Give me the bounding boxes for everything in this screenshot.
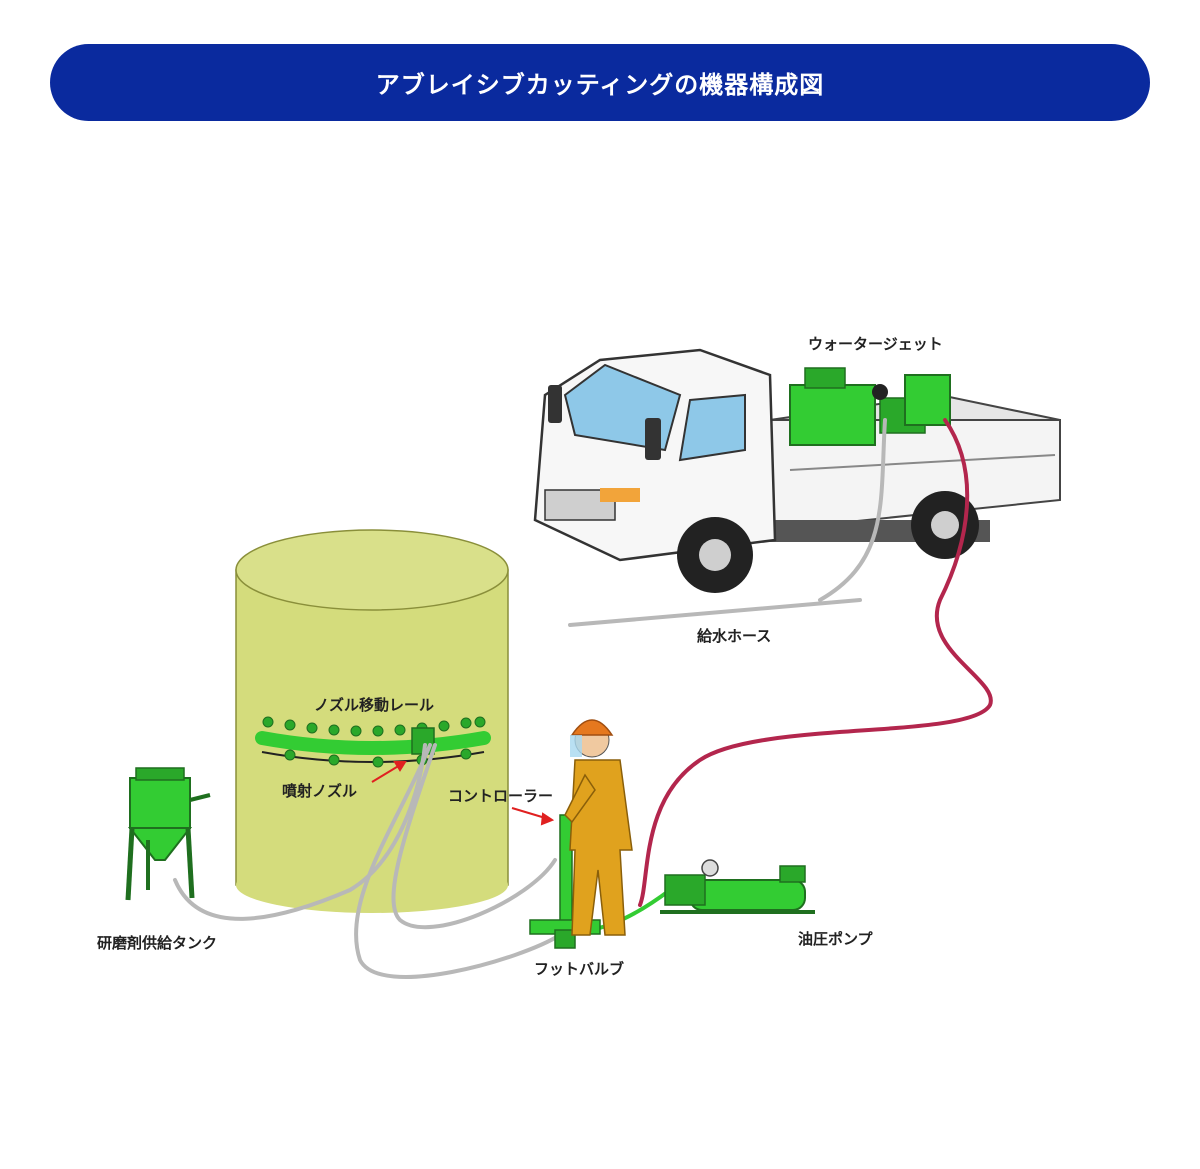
label-controller: コントローラー [448,787,554,805]
label-abrasive-tank: 研磨剤供給タンク [97,934,218,952]
worker [564,719,633,936]
callout-arrows [371,761,555,826]
label-nozzle-rail: ノズル移動レール [314,696,435,714]
label-supply-hose: 給水ホース [697,627,772,645]
hoses [173,418,993,979]
title-banner: アブレイシブカッティングの機器構成図 [50,44,1150,121]
cylinder-top [235,529,509,611]
abrasive-supply-tank [125,767,211,901]
label-water-jet: ウォータージェット [808,335,943,353]
cylinder-bottom [236,857,508,913]
nozzle-hose-b [391,743,557,930]
worker-arm [564,773,596,824]
worker-helmet [570,719,614,736]
truck-mirror-right [645,418,661,460]
nozzle-hose-a [354,743,562,979]
water-jet-unit [789,367,951,446]
hydraulic-pump [660,859,815,914]
abrasive-feed-hose [173,743,427,921]
nozzle-rail [255,716,491,768]
water-supply-hose [818,418,887,602]
label-nozzle: 噴射ノズル [282,782,358,800]
truck [533,348,1061,593]
label-foot-valve: フットバルブ [534,960,625,978]
truck-mirror-left [548,385,562,423]
truck-side-window [678,393,746,462]
truck-headlight [600,488,640,502]
high-pressure-hose [638,418,993,907]
label-hydraulic-pump: 油圧ポンプ [798,930,873,948]
ground-hose-line [568,598,862,627]
worker-face-shield [570,735,582,757]
cylinder-body [235,569,509,886]
diagram-title: アブレイシブカッティングの機器構成図 [375,71,825,99]
abrasive-cylinder-tank [235,529,509,913]
